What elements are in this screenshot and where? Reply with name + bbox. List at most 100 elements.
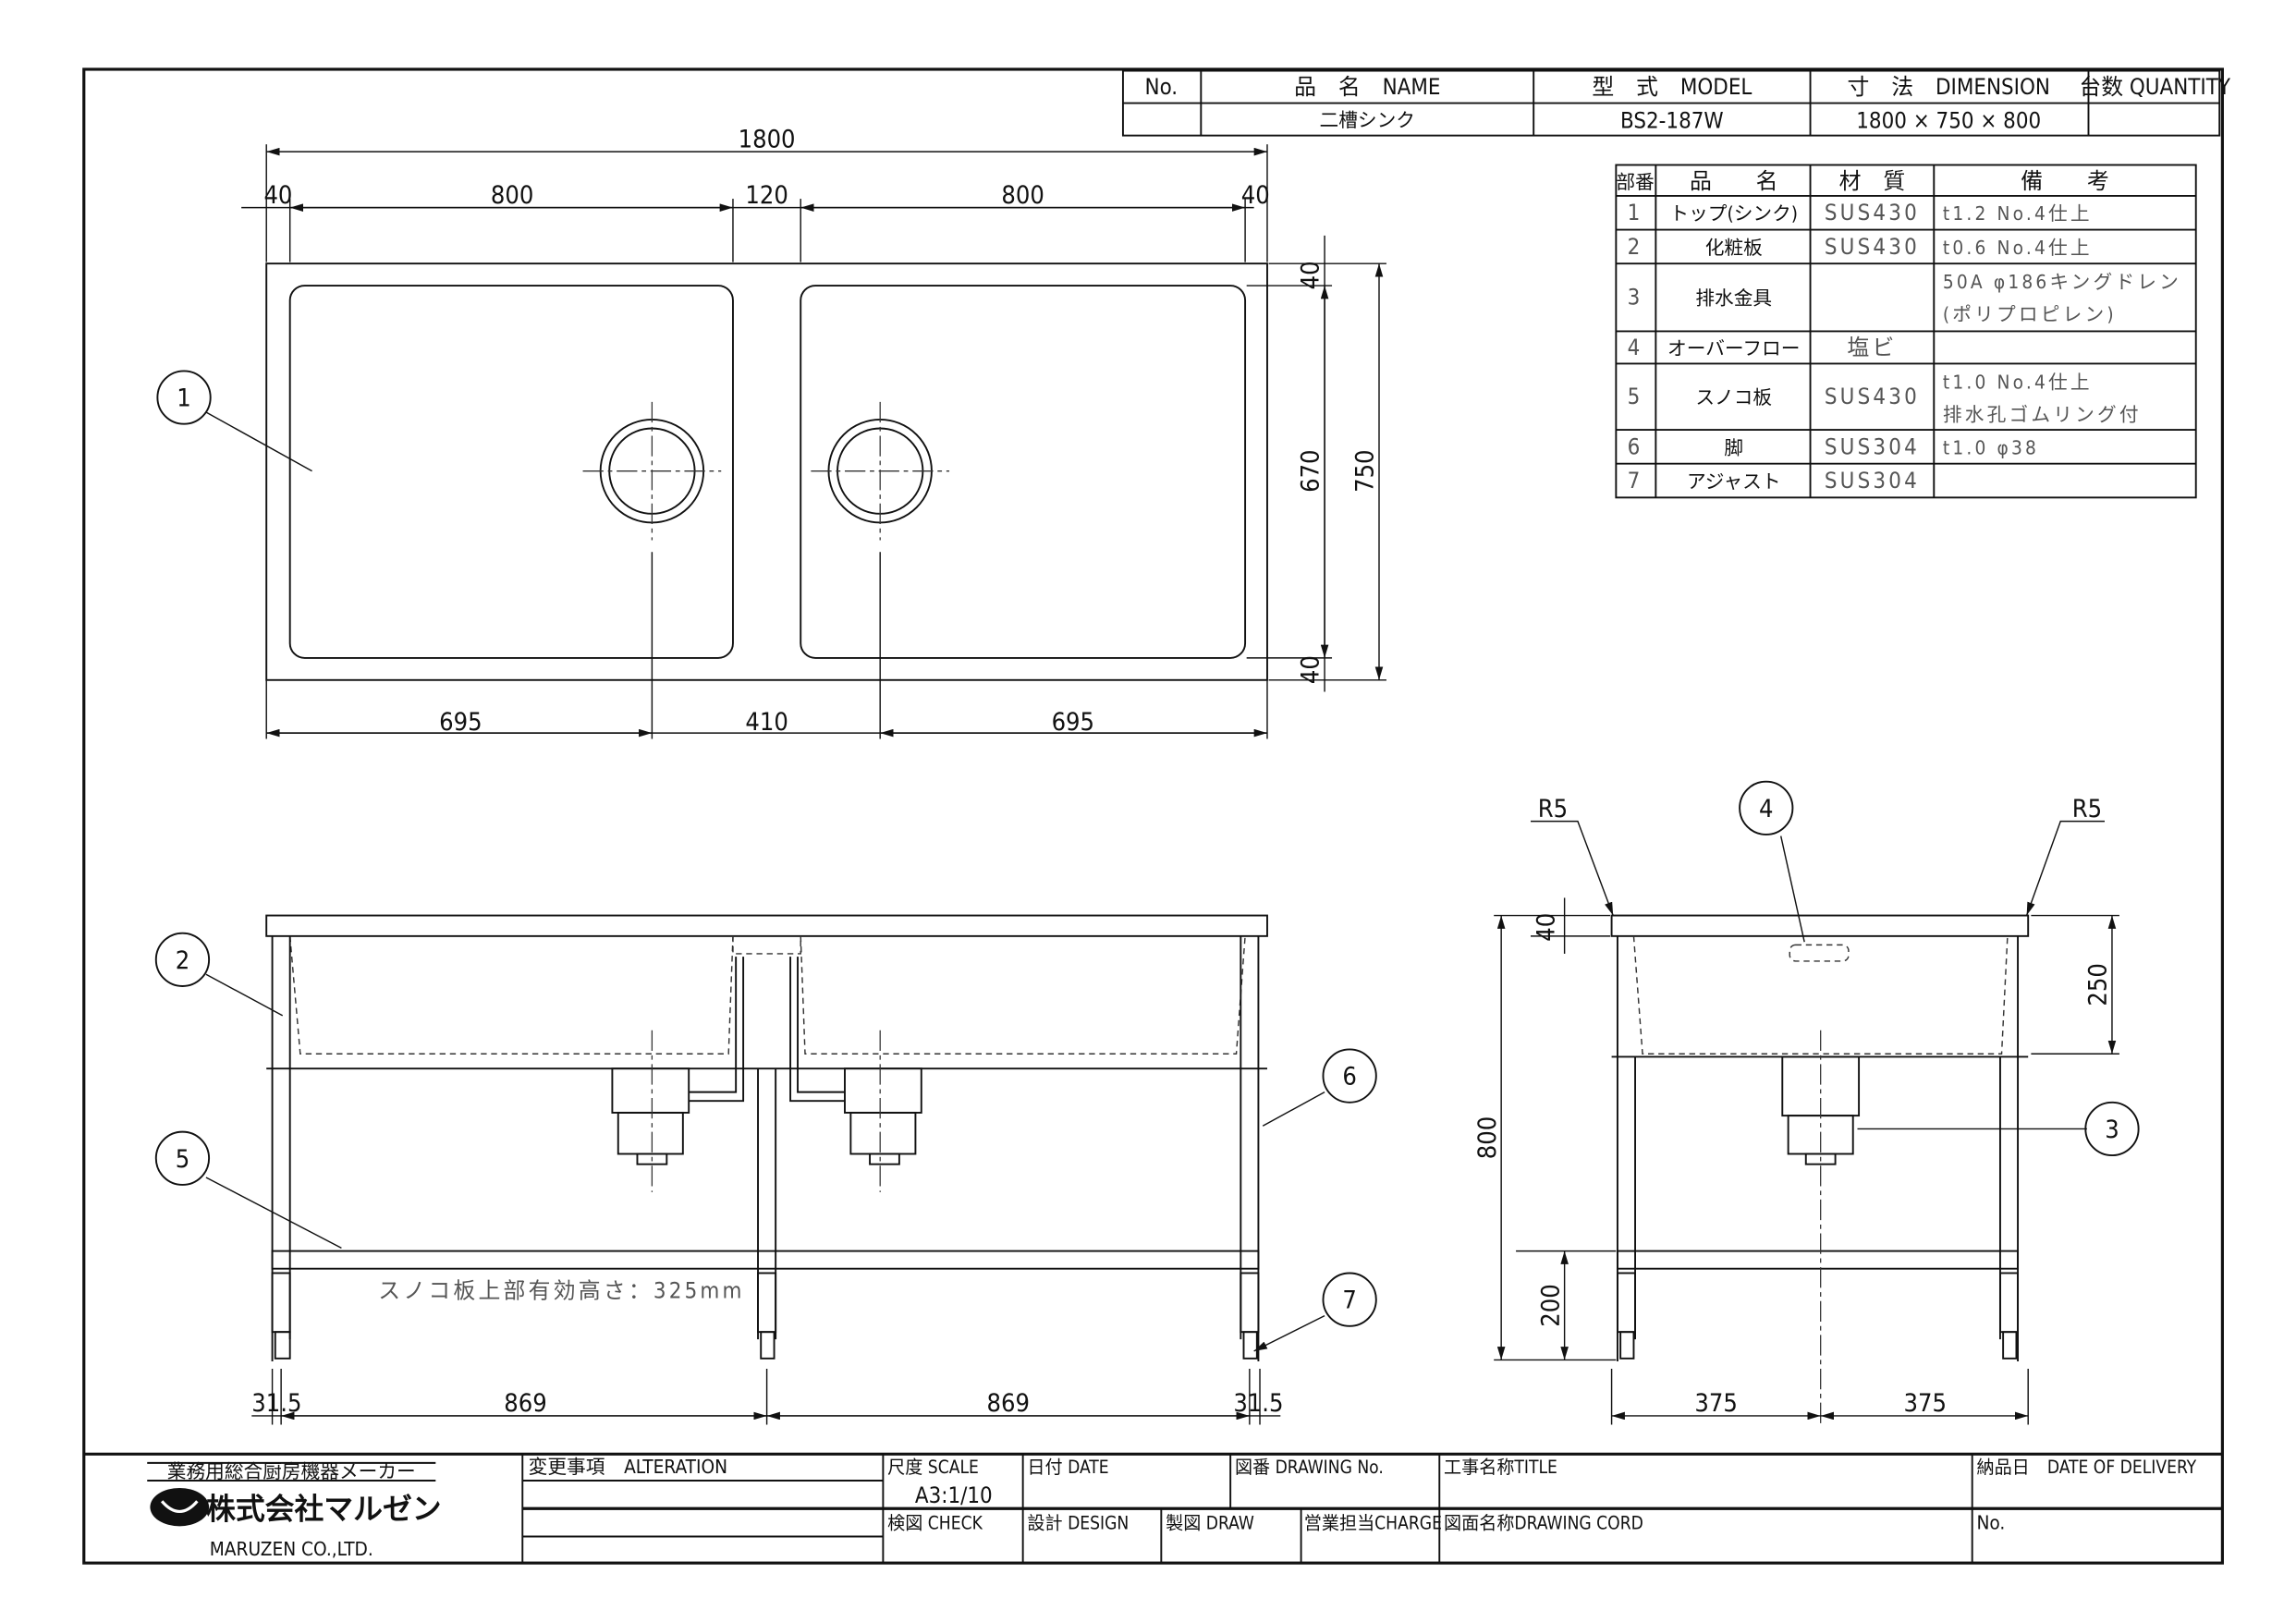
part-remarks: t1.2 No.4仕上 <box>1943 202 2093 225</box>
callout-2: 2 <box>154 932 211 987</box>
part-number: 1 <box>1628 200 1643 226</box>
part-number: 6 <box>1628 433 1643 459</box>
dim-leg-offset-left: 31.5 <box>251 1389 301 1418</box>
part-material: SUS430 <box>1825 234 1920 260</box>
sheet-border <box>82 67 2224 1565</box>
dim-drain-left: 695 <box>439 708 482 737</box>
dim-shelf-height: 200 <box>1536 1284 1565 1326</box>
dim-span-left: 869 <box>504 1389 546 1418</box>
svg-text:7: 7 <box>1342 1287 1356 1315</box>
top-view: 1800 40 800 120 800 40 695 410 695 40 67… <box>241 125 1386 739</box>
svg-text:4: 4 <box>1759 795 1773 823</box>
callout-7: 7 <box>1322 1272 1377 1327</box>
part-number: 4 <box>1628 335 1643 360</box>
header-col-model: 型 式 MODEL <box>1592 74 1752 100</box>
dim-edge-left: 40 <box>263 181 292 210</box>
header-col-name: 品 名 NAME <box>1294 74 1440 100</box>
dim-drain-right: 695 <box>1052 708 1094 737</box>
alteration-label: 変更事項 ALTERATION <box>529 1456 727 1478</box>
shelf-clearance-note: スノコ板上部有効高さ：325mm <box>378 1278 744 1304</box>
side-view: R5 R5 40 250 800 200 375 375 <box>1473 795 2119 1425</box>
svg-text:6: 6 <box>1342 1063 1356 1091</box>
part-name: 化粧板 <box>1705 237 1763 259</box>
part-material: SUS304 <box>1825 433 1920 459</box>
dim-depth-edge-bottom: 40 <box>1297 655 1325 684</box>
part-material: 塩ビ <box>1847 335 1897 360</box>
maker-tagline: 業務用総合厨房機器メーカー <box>167 1460 416 1482</box>
dim-half-left: 375 <box>1694 1389 1737 1418</box>
dim-depth-edge-top: 40 <box>1297 261 1325 289</box>
part-remarks: t1.0 No.4仕上 <box>1943 372 2093 394</box>
delivery-label: 納品日 DATE OF DELIVERY <box>1976 1457 2196 1478</box>
product-dimension: 1800 × 750 × 800 <box>1856 108 2041 134</box>
callout-4: 4 <box>1739 780 1794 835</box>
dim-bowl-depth: 250 <box>2084 963 2113 1006</box>
callouts: 1 2 3 4 5 6 7 <box>154 370 2140 1350</box>
parts-col-no: 部番 <box>1616 171 1655 193</box>
dim-inner-depth: 670 <box>1297 449 1325 492</box>
title-block: 業務用総合厨房機器メーカー 株式会社マルゼン MARUZEN CO.,LTD. … <box>83 1452 2223 1564</box>
charge-label: 営業担当CHARGE <box>1304 1513 1442 1534</box>
design-label: 設計 DESIGN <box>1027 1513 1129 1534</box>
dim-basin-left: 800 <box>491 181 533 210</box>
header-col-dimension: 寸 法 DIMENSION <box>1847 74 2049 100</box>
scale-value: A3:1/10 <box>915 1482 993 1508</box>
dim-overall-width: 1800 <box>739 125 796 153</box>
part-number: 2 <box>1628 234 1643 260</box>
part-name: スノコ板 <box>1695 386 1772 409</box>
part-material: SUS430 <box>1825 384 1920 409</box>
callout-1: 1 <box>156 370 212 425</box>
part-number: 7 <box>1628 468 1643 494</box>
part-material: SUS430 <box>1825 200 1920 226</box>
svg-text:3: 3 <box>2105 1116 2119 1144</box>
part-material: SUS304 <box>1825 468 1920 494</box>
date-label: 日付 DATE <box>1027 1457 1108 1478</box>
callout-6: 6 <box>1322 1048 1377 1104</box>
product-model: BS2-187W <box>1620 108 1724 134</box>
part-remarks: t1.0 φ38 <box>1943 436 2039 458</box>
parts-col-material: 材 質 <box>1839 168 1906 194</box>
no-label: No. <box>1976 1512 2005 1534</box>
front-view: 31.5 869 869 31.5 スノコ板上部有効高さ：325mm <box>251 914 1284 1425</box>
callout-5: 5 <box>154 1130 211 1186</box>
dim-top-thickness: 40 <box>1532 913 1560 942</box>
dim-edge-right: 40 <box>1241 181 1270 210</box>
parts-col-remarks: 備 考 <box>2021 168 2109 194</box>
maruzen-logo <box>150 1487 210 1527</box>
dim-half-right: 375 <box>1904 1389 1947 1418</box>
svg-text:2: 2 <box>176 946 189 975</box>
part-number: 3 <box>1628 285 1643 311</box>
company-name-jp: 株式会社マルゼン <box>206 1491 442 1526</box>
draw-label: 製図 DRAW <box>1166 1513 1254 1534</box>
dim-span-right: 869 <box>987 1389 1030 1418</box>
parts-col-name: 品 名 <box>1690 168 1777 194</box>
header-col-no: No. <box>1145 74 1179 100</box>
radius-left: R5 <box>1538 795 1568 823</box>
dim-basin-right: 800 <box>1001 181 1044 210</box>
drawing-no-label: 図番 DRAWING No. <box>1235 1457 1384 1478</box>
check-label: 検図 CHECK <box>887 1513 983 1534</box>
dim-overall-depth: 750 <box>1351 449 1380 492</box>
svg-text:1: 1 <box>177 384 190 413</box>
company-name-en: MARUZEN CO.,LTD. <box>210 1538 373 1560</box>
dim-height: 800 <box>1473 1116 1502 1159</box>
part-name: アジャスト <box>1687 470 1781 493</box>
product-name: 二槽シンク <box>1320 109 1415 131</box>
svg-text:5: 5 <box>176 1145 189 1174</box>
part-name: オーバーフロー <box>1667 337 1800 360</box>
dim-leg-offset-right: 31.5 <box>1233 1389 1283 1418</box>
dim-drain-gap: 410 <box>745 708 788 737</box>
part-name: トップ(シンク) <box>1669 202 1798 225</box>
parts-table: 部番 品 名 材 質 備 考 1 トップ(シンク) SUS430 t1.2 No.4仕… <box>1615 164 2197 499</box>
drain-right <box>811 401 950 541</box>
part-name: 排水金具 <box>1695 287 1772 310</box>
drawing-cord-label: 図面名称DRAWING CORD <box>1444 1513 1643 1534</box>
part-remarks: 排水孔ゴムリング付 <box>1943 404 2142 426</box>
part-name: 脚 <box>1724 436 1743 458</box>
drain-left <box>582 401 722 541</box>
part-remarks: (ポリプロピレン) <box>1943 303 2117 325</box>
dim-divider: 120 <box>745 181 788 210</box>
part-remarks: 50A φ186キングドレン <box>1943 271 2181 293</box>
part-number: 5 <box>1628 384 1643 409</box>
